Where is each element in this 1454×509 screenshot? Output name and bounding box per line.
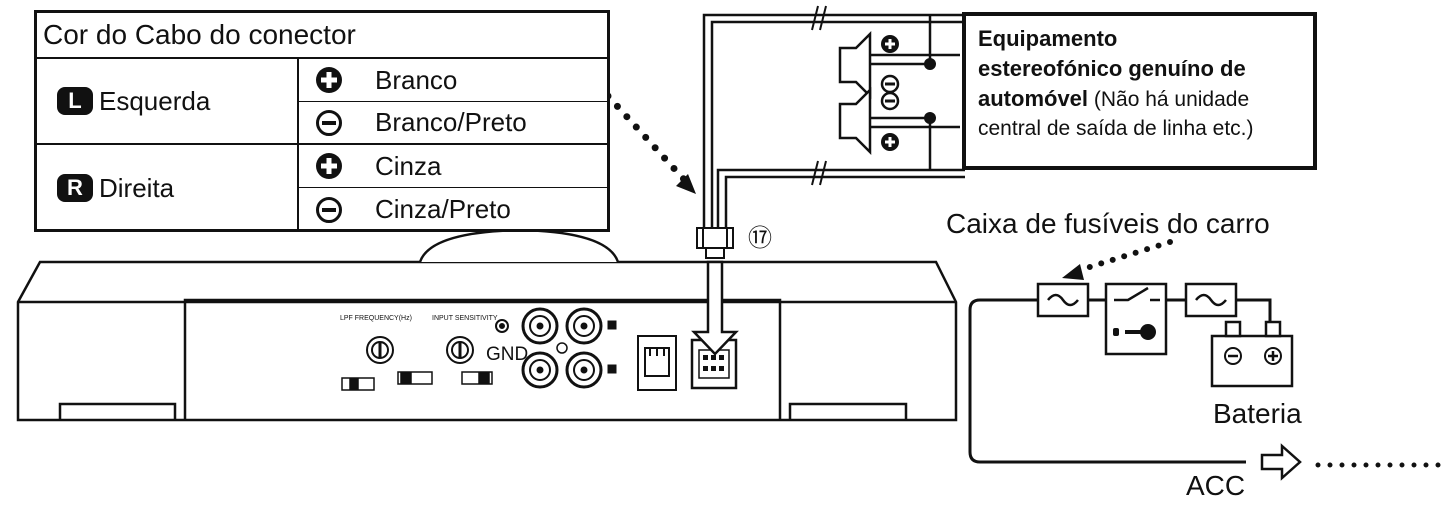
right-badge: R [57, 174, 93, 202]
stereo-equipment-box: Equipamento estereofónico genuíno de aut… [962, 12, 1317, 170]
right-negative-color: Cinza/Preto [375, 194, 511, 224]
amplifier [16, 228, 958, 422]
right-channel-label: R Direita [37, 145, 299, 231]
plus-circle-icon [316, 67, 342, 93]
key-icon [1113, 324, 1156, 340]
equipment-title-line1: Equipamento [978, 26, 1118, 51]
left-negative-color: Branco/Preto [375, 107, 527, 137]
pointer-dots [604, 92, 694, 190]
input-sensitivity-knob[interactable]: INPUT SENSITIVITY [432, 315, 498, 364]
fuse-icon [1036, 282, 1090, 318]
frequency-knob[interactable]: LPF FREQUENCY(Hz) [340, 315, 412, 364]
left-negative-row: Branco/Preto [299, 102, 607, 145]
svg-text:INPUT SENSITIVITY: INPUT SENSITIVITY [432, 315, 498, 322]
right-label: Direita [99, 172, 175, 203]
arrow-right-icon [1260, 443, 1302, 481]
plus-circle-icon [316, 153, 342, 179]
svg-text:LPF FREQUENCY(Hz): LPF FREQUENCY(Hz) [340, 315, 412, 322]
wire-junction [924, 112, 936, 124]
battery-label: Bateria [1213, 398, 1302, 429]
fuse-box-label: Caixa de fusíveis do carro [946, 208, 1270, 239]
fuse-pointer-dots [1077, 239, 1173, 273]
connector-color-table: Cor do Cabo do conector L Esquerda R Dir… [34, 10, 610, 232]
speaker-upper [838, 30, 872, 100]
filter-switch[interactable] [341, 377, 375, 391]
speaker-wires [702, 5, 965, 228]
power-connector-socket[interactable] [690, 338, 738, 390]
wire-junction [924, 58, 936, 70]
plus-circle-icon [881, 133, 899, 151]
remote-port[interactable] [637, 335, 677, 391]
insert-arrow-icon [691, 260, 739, 356]
minus-circle-icon [880, 91, 900, 111]
right-positive-color: Cinza [375, 150, 442, 181]
plus-circle-icon [881, 35, 899, 53]
left-badge: L [57, 87, 93, 115]
equipment-title-line3: automóvel [978, 86, 1089, 111]
battery-icon [1210, 320, 1294, 388]
operation-switch[interactable] [461, 371, 493, 385]
minus-circle-icon [880, 74, 900, 94]
pointer-arrowhead [676, 174, 696, 194]
fuse-icon [1184, 282, 1238, 318]
right-negative-row: Cinza/Preto [299, 188, 607, 231]
table-header: Cor do Cabo do conector [37, 13, 607, 59]
gnd-terminal[interactable] [495, 319, 509, 333]
speaker-lower [838, 86, 872, 156]
connector-number: ⑰ [748, 225, 772, 252]
connector-plug[interactable] [696, 227, 734, 259]
minus-circle-icon [316, 196, 342, 223]
equipment-title-line2: estereofónico genuíno de [978, 56, 1246, 81]
minus-circle-icon [316, 109, 342, 136]
left-positive-row: Branco [299, 59, 607, 102]
acc-label: ACC [1186, 470, 1246, 501]
right-positive-row: Cinza [299, 145, 607, 188]
left-label: Esquerda [99, 85, 211, 116]
equipment-note-line2: central de saída de linha etc.) [978, 117, 1254, 140]
speaker-leads [870, 15, 960, 170]
equipment-note-line1: (Não há unidade [1088, 88, 1250, 111]
bass-boost-switch[interactable] [397, 371, 433, 385]
gnd-label: GND [486, 344, 528, 365]
left-channel-label: L Esquerda [37, 59, 299, 145]
left-positive-color: Branco [375, 64, 458, 95]
ignition-switch [1104, 282, 1168, 356]
fuse-pointer-arrowhead [1062, 264, 1084, 280]
power-circuit-wire [968, 298, 1272, 464]
rca-jacks[interactable] [521, 307, 617, 389]
